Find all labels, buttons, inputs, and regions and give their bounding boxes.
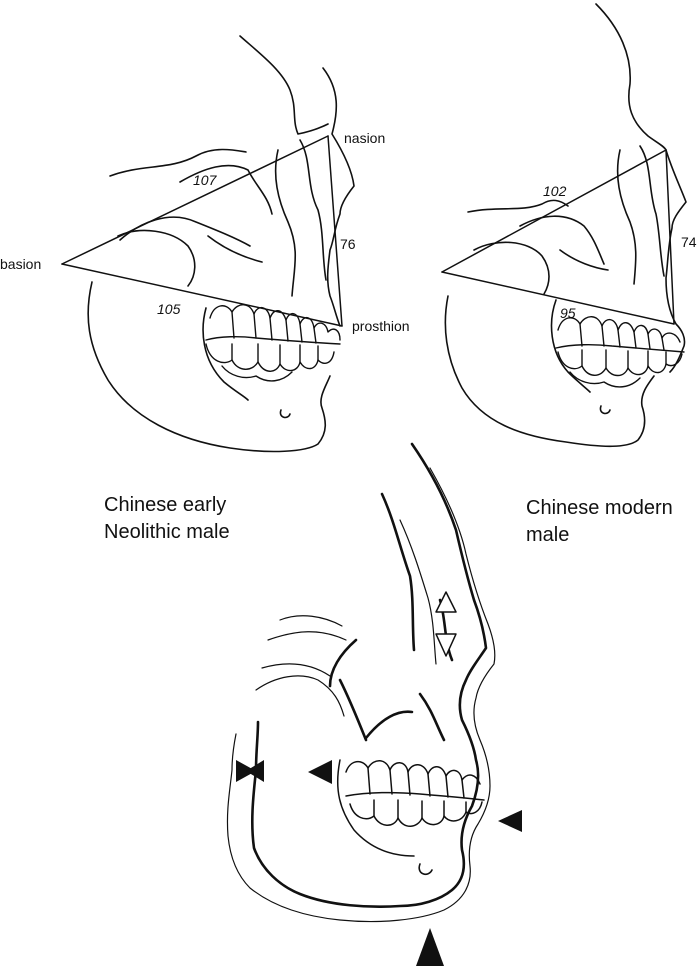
neolithic-ramus	[203, 308, 248, 400]
incisor-left-arrow-icon	[498, 810, 522, 832]
neolithic-basion-prosthion-line	[62, 264, 342, 326]
modern-nasion-prosthion-line	[666, 150, 674, 324]
neolithic-mandible-outline	[88, 282, 330, 451]
neolithic-mental-foramen	[280, 410, 290, 417]
modern-mandible-outline	[445, 296, 654, 446]
modern-front-side-value: 74	[681, 234, 697, 250]
neolithic-nasal-profile	[323, 68, 354, 326]
neolithic-arch	[118, 231, 195, 286]
superimposition-thin-profile	[227, 468, 494, 922]
neolithic-zygomatic-line	[180, 166, 272, 214]
neolithic-upper-side-value: 107	[193, 172, 217, 188]
neolithic-measurement-triangle	[62, 136, 342, 326]
nasion-label: nasion	[344, 130, 386, 146]
chin-up-arrow-icon	[416, 928, 444, 966]
neolithic-caption-line1: Chinese early	[104, 494, 227, 516]
neolithic-lower-side-value: 105	[157, 301, 181, 317]
neolithic-basion-nasion-line	[62, 136, 328, 264]
modern-mastoid	[560, 250, 608, 270]
modern-frontal-outline	[596, 4, 666, 150]
neolithic-mastoid	[208, 236, 262, 262]
neolithic-front-side-value: 76	[340, 236, 356, 252]
neolithic-zygomatic-line-2	[120, 217, 250, 246]
neolithic-frontal-outline	[240, 36, 328, 134]
modern-orbit	[618, 150, 636, 284]
modern-arch	[474, 242, 549, 294]
modern-lower-teeth	[558, 350, 682, 387]
neolithic-orbit	[276, 150, 296, 296]
superimposition-teeth	[338, 760, 484, 856]
molar-left-arrow-icon	[308, 760, 332, 784]
nasal-down-arrow-icon	[436, 634, 456, 656]
modern-mental-foramen	[600, 406, 610, 413]
prosthion-label: prosthion	[352, 318, 410, 334]
neolithic-caption-line2: Neolithic male	[104, 521, 230, 543]
modern-temporal-line	[468, 200, 568, 212]
neolithic-skull-drawing	[88, 36, 354, 451]
modern-upper-side-value: 102	[543, 183, 567, 199]
modern-caption-line1: Chinese modern	[526, 497, 673, 519]
modern-orbit-inner	[640, 146, 664, 276]
neolithic-orbit-inner	[300, 140, 326, 280]
modern-nasal-profile	[666, 150, 686, 372]
modern-basion-nasion-line	[442, 150, 666, 272]
neolithic-lower-teeth	[206, 344, 334, 381]
neolithic-temporal-line	[110, 150, 246, 177]
basion-label: basion	[0, 256, 42, 272]
superimposition-thick-profile	[252, 444, 486, 907]
superimposition-drawing	[227, 444, 522, 966]
modern-lower-side-value: 95	[560, 305, 576, 321]
modern-basion-prosthion-line	[442, 272, 674, 324]
modern-ramus	[552, 300, 590, 392]
modern-measurement-triangle	[442, 150, 674, 324]
modern-skull-drawing	[445, 4, 686, 446]
superimposition-mental-foramen	[419, 864, 432, 874]
nasal-up-arrow-icon	[436, 592, 456, 612]
ramus-left-arrow-icon	[246, 760, 264, 782]
modern-caption-line2: male	[526, 524, 570, 546]
neolithic-nasion-prosthion-line	[328, 136, 342, 326]
modern-upper-teeth	[556, 317, 684, 352]
neolithic-upper-teeth	[206, 305, 340, 344]
